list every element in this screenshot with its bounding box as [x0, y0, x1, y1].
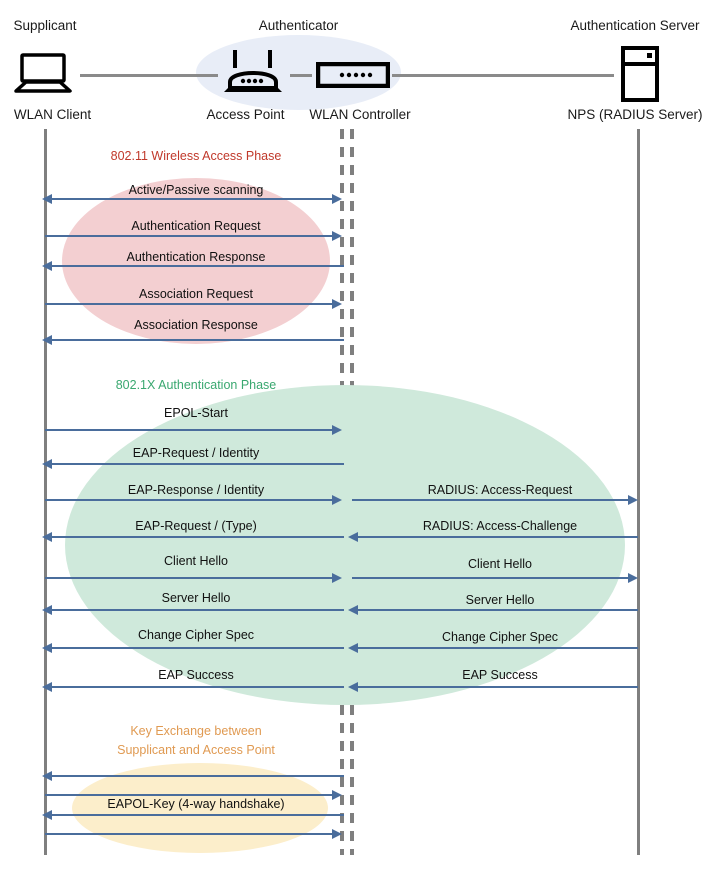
arrowhead-right [332, 573, 342, 583]
message-line [52, 647, 344, 649]
message-label: Server Hello [161, 591, 231, 605]
message-line [45, 794, 340, 796]
arrowhead-left [42, 771, 52, 781]
message-line [52, 814, 344, 816]
message-label: Change Cipher Spec [441, 630, 559, 644]
arrowhead-left [42, 643, 52, 653]
message-line [52, 198, 340, 200]
arrowhead-left [42, 194, 52, 204]
message-label: EAP-Request / Identity [132, 446, 260, 460]
actor-role-authenticator: Authenticator [258, 18, 339, 33]
arrowhead-right [332, 790, 342, 800]
message-line [52, 536, 344, 538]
network-switch-icon [315, 61, 391, 93]
arrowhead-right [628, 573, 638, 583]
phase-title-wireless-access: 802.11 Wireless Access Phase [110, 149, 282, 163]
message-label: Client Hello [468, 557, 532, 571]
arrowhead-left [42, 532, 52, 542]
arrowhead-left [42, 605, 52, 615]
message-label: EPOL-Start [164, 406, 228, 420]
arrowhead-left [348, 532, 358, 542]
phase-title-key-exchange-line1: Key Exchange between [130, 724, 262, 738]
phase-highlight-dot1x [65, 385, 625, 705]
message-line [52, 686, 344, 688]
message-label: RADIUS: Access-Request [427, 483, 573, 497]
message-label: EAP-Request / (Type) [135, 519, 257, 533]
arrowhead-left [348, 682, 358, 692]
actor-caption-nps-server: NPS (RADIUS Server) [567, 107, 703, 122]
arrowhead-right [628, 495, 638, 505]
message-label: Association Response [134, 318, 258, 332]
message-label: EAP Success [462, 668, 538, 682]
message-line [45, 577, 340, 579]
message-line [45, 235, 340, 237]
message-label: Authentication Request [131, 219, 261, 233]
actor-caption-access-point: Access Point [206, 107, 285, 122]
message-label: Server Hello [465, 593, 535, 607]
arrowhead-right [332, 829, 342, 839]
server-tower-icon [620, 46, 660, 107]
message-label: Change Cipher Spec [137, 628, 255, 642]
message-line [358, 609, 638, 611]
message-label: EAP-Response / Identity [127, 483, 265, 497]
message-label: Association Request [139, 287, 253, 301]
phase-title-dot1x: 802.1X Authentication Phase [115, 378, 277, 392]
actor-caption-wlan-controller: WLAN Controller [309, 107, 411, 122]
wire-controller-to-server [392, 74, 614, 77]
wire-client-to-ap [80, 74, 218, 77]
lifeline-supplicant [44, 129, 47, 855]
arrowhead-right [332, 231, 342, 241]
arrowhead-right [332, 299, 342, 309]
phase-highlight-wireless-access [62, 178, 330, 344]
message-line [352, 577, 630, 579]
message-label: Authentication Response [126, 250, 266, 264]
arrowhead-right [332, 425, 342, 435]
arrowhead-left [42, 810, 52, 820]
wireless-router-icon [218, 48, 288, 101]
authenticator-group-highlight [196, 35, 401, 110]
laptop-icon [12, 52, 74, 99]
arrowhead-left [348, 643, 358, 653]
actor-role-supplicant: Supplicant [13, 18, 77, 33]
lifeline-auth-server [637, 129, 640, 855]
message-line [45, 499, 340, 501]
message-line [52, 609, 344, 611]
message-line [52, 339, 344, 341]
message-label: Active/Passive scanning [128, 183, 264, 197]
phase-highlight-key-exchange [72, 763, 328, 853]
message-line [358, 647, 638, 649]
arrowhead-left [42, 682, 52, 692]
actor-role-auth-server: Authentication Server [570, 18, 700, 33]
message-line [52, 463, 344, 465]
message-label: EAP Success [158, 668, 234, 682]
wire-ap-to-controller [290, 74, 312, 77]
message-label: EAPOL-Key (4-way handshake) [107, 797, 285, 811]
phase-title-key-exchange-line2: Supplicant and Access Point [117, 743, 275, 757]
actor-caption-wlan-client: WLAN Client [13, 107, 92, 122]
arrowhead-right [332, 194, 342, 204]
message-line [352, 499, 630, 501]
message-line [45, 303, 340, 305]
message-line [45, 429, 340, 431]
message-line [52, 775, 344, 777]
message-line [45, 833, 340, 835]
arrowhead-right [332, 495, 342, 505]
arrowhead-left [42, 335, 52, 345]
message-label: RADIUS: Access-Challenge [422, 519, 578, 533]
arrowhead-left [348, 605, 358, 615]
message-line [358, 536, 638, 538]
message-label: Client Hello [164, 554, 228, 568]
message-line [52, 265, 344, 267]
message-line [358, 686, 638, 688]
arrowhead-left [42, 459, 52, 469]
arrowhead-left [42, 261, 52, 271]
